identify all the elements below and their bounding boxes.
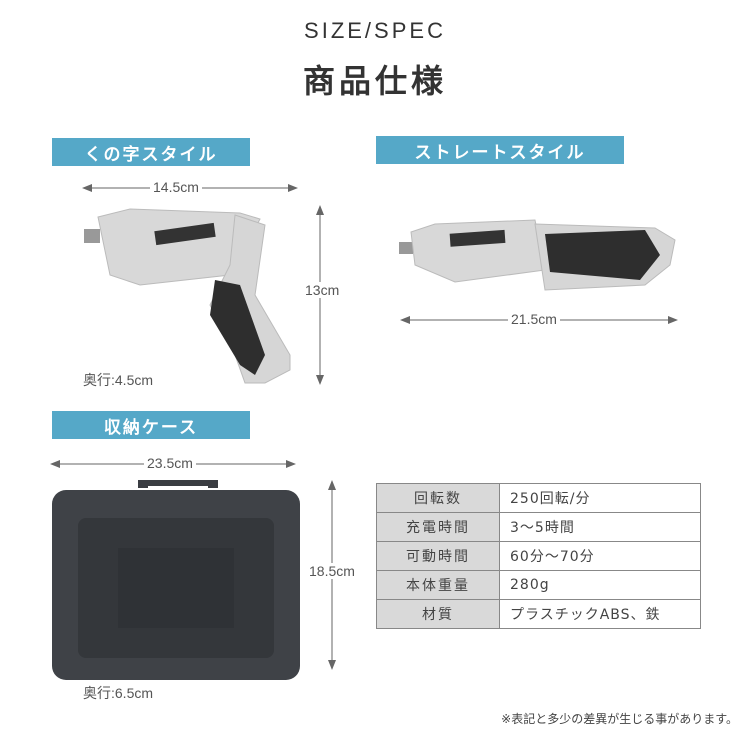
- spec-key: 材質: [376, 599, 500, 629]
- spec-key: 本体重量: [376, 570, 500, 600]
- straight-driver-image: [399, 219, 676, 291]
- spec-value: プラスチックABS、鉄: [499, 599, 701, 629]
- spec-key: 可動時間: [376, 541, 500, 571]
- spec-key: 充電時間: [376, 512, 500, 542]
- case-image: [52, 480, 300, 680]
- spec-value: 280g: [499, 570, 701, 600]
- dim-bent-width: 14.5cm: [150, 179, 202, 195]
- footnote: ※表記と多少の差異が生じる事があります。: [501, 712, 738, 726]
- banner-bent-style: くの字スタイル: [52, 138, 250, 166]
- table-row: 材質プラスチックABS、鉄: [376, 599, 701, 629]
- dim-case-depth: 奥行:6.5cm: [80, 683, 157, 703]
- spec-key: 回転数: [376, 483, 500, 513]
- dim-bent-depth: 奥行:4.5cm: [80, 370, 157, 390]
- banner-straight-style: ストレートスタイル: [376, 136, 624, 164]
- title-jp: 商品仕様: [302, 62, 447, 100]
- bent-driver-image: [84, 208, 291, 384]
- banner-case: 収納ケース: [52, 411, 250, 439]
- dim-bent-height: 13cm: [302, 282, 343, 298]
- spec-value: 250回転/分: [499, 483, 701, 513]
- dim-case-width: 23.5cm: [144, 455, 196, 471]
- title-en: SIZE/SPEC: [304, 18, 446, 43]
- spec-value: 60分〜70分: [499, 541, 701, 571]
- dim-case-height: 18.5cm: [306, 563, 358, 579]
- spec-value: 3〜5時間: [499, 512, 701, 542]
- dim-straight-width: 21.5cm: [508, 311, 560, 327]
